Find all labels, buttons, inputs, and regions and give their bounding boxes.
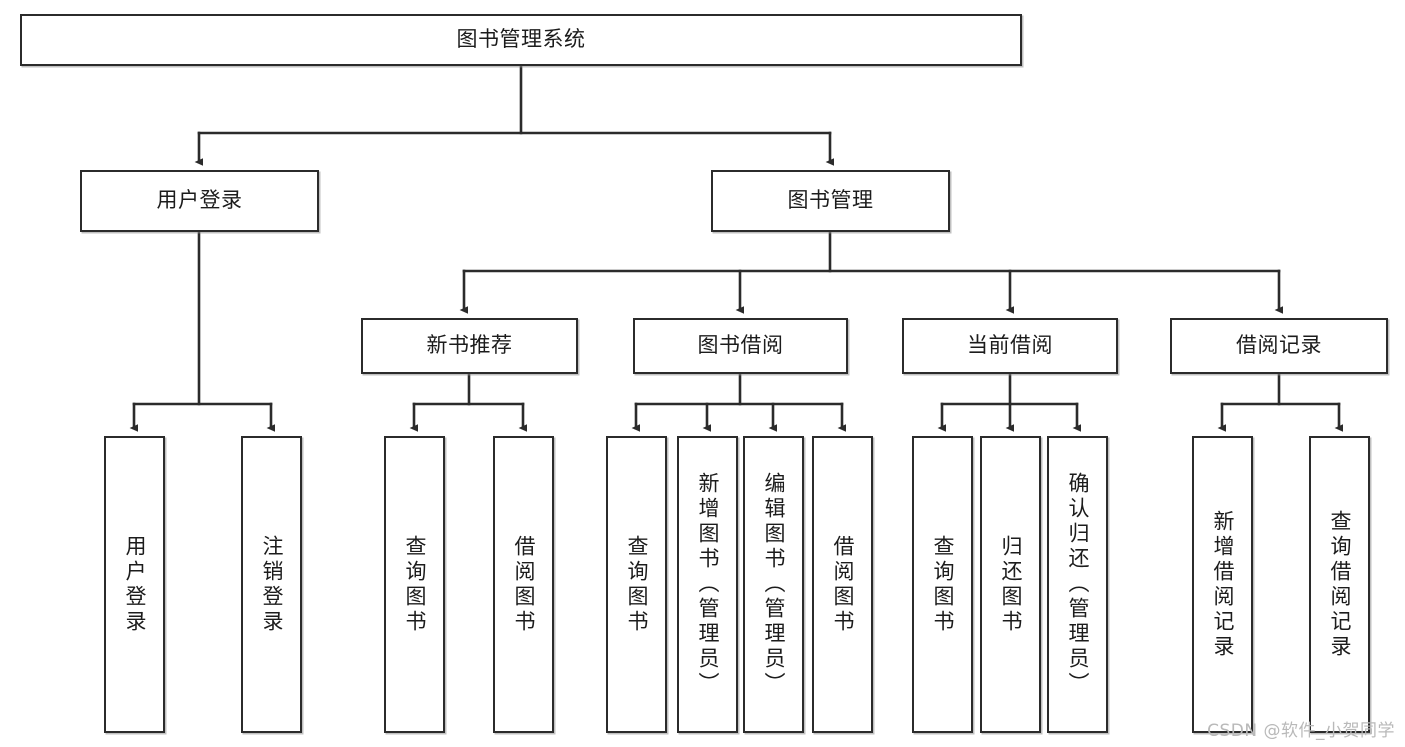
node-user-login-label: 用户登录 bbox=[156, 188, 243, 213]
node-book-manage-label: 图书管理 bbox=[787, 188, 874, 213]
node-leaf-query-book-1-label: 查询图书 bbox=[403, 534, 427, 635]
node-leaf-user-login-label: 用户登录 bbox=[123, 534, 147, 635]
node-current-borrow-label: 当前借阅 bbox=[967, 333, 1053, 358]
node-leaf-query-book-1[interactable]: 查询图书 bbox=[384, 436, 445, 733]
node-new-book-recommend[interactable]: 新书推荐 bbox=[361, 318, 578, 374]
node-leaf-confirm-return[interactable]: 确认归还（管理员） bbox=[1047, 436, 1108, 733]
node-leaf-add-record[interactable]: 新增借阅记录 bbox=[1192, 436, 1253, 733]
node-leaf-return-book-label: 归还图书 bbox=[999, 534, 1023, 635]
node-book-borrow[interactable]: 图书借阅 bbox=[633, 318, 848, 374]
node-book-borrow-label: 图书借阅 bbox=[697, 333, 784, 358]
node-root-label: 图书管理系统 bbox=[456, 27, 586, 52]
node-leaf-confirm-return-label: 确认归还（管理员） bbox=[1066, 472, 1090, 697]
node-leaf-query-book-2[interactable]: 查询图书 bbox=[606, 436, 667, 733]
node-leaf-return-book[interactable]: 归还图书 bbox=[980, 436, 1041, 733]
node-user-login[interactable]: 用户登录 bbox=[80, 170, 319, 232]
node-leaf-borrow-book-2[interactable]: 借阅图书 bbox=[812, 436, 873, 733]
node-leaf-user-login[interactable]: 用户登录 bbox=[104, 436, 165, 733]
node-leaf-query-book-2-label: 查询图书 bbox=[625, 534, 649, 635]
node-current-borrow[interactable]: 当前借阅 bbox=[902, 318, 1118, 374]
node-leaf-borrow-book-2-label: 借阅图书 bbox=[831, 534, 855, 635]
node-leaf-add-book[interactable]: 新增图书（管理员） bbox=[677, 436, 738, 733]
node-root[interactable]: 图书管理系统 bbox=[20, 14, 1022, 66]
node-leaf-borrow-book-1-label: 借阅图书 bbox=[512, 534, 536, 635]
node-leaf-query-record[interactable]: 查询借阅记录 bbox=[1309, 436, 1370, 733]
node-leaf-logout[interactable]: 注销登录 bbox=[241, 436, 302, 733]
csdn-watermark: CSDN @软件_小贺同学 bbox=[1207, 721, 1395, 741]
node-leaf-borrow-book-1[interactable]: 借阅图书 bbox=[493, 436, 554, 733]
node-leaf-edit-book-label: 编辑图书（管理员） bbox=[762, 472, 786, 697]
node-new-book-recommend-label: 新书推荐 bbox=[426, 333, 513, 358]
node-leaf-logout-label: 注销登录 bbox=[260, 534, 284, 635]
node-leaf-add-record-label: 新增借阅记录 bbox=[1211, 509, 1235, 660]
node-borrow-record-label: 借阅记录 bbox=[1236, 333, 1322, 358]
node-borrow-record[interactable]: 借阅记录 bbox=[1170, 318, 1388, 374]
node-leaf-query-book-3[interactable]: 查询图书 bbox=[912, 436, 973, 733]
node-leaf-query-record-label: 查询借阅记录 bbox=[1328, 509, 1352, 660]
node-leaf-add-book-label: 新增图书（管理员） bbox=[696, 472, 720, 697]
node-book-manage[interactable]: 图书管理 bbox=[711, 170, 950, 232]
node-leaf-edit-book[interactable]: 编辑图书（管理员） bbox=[743, 436, 804, 733]
node-leaf-query-book-3-label: 查询图书 bbox=[931, 534, 955, 635]
